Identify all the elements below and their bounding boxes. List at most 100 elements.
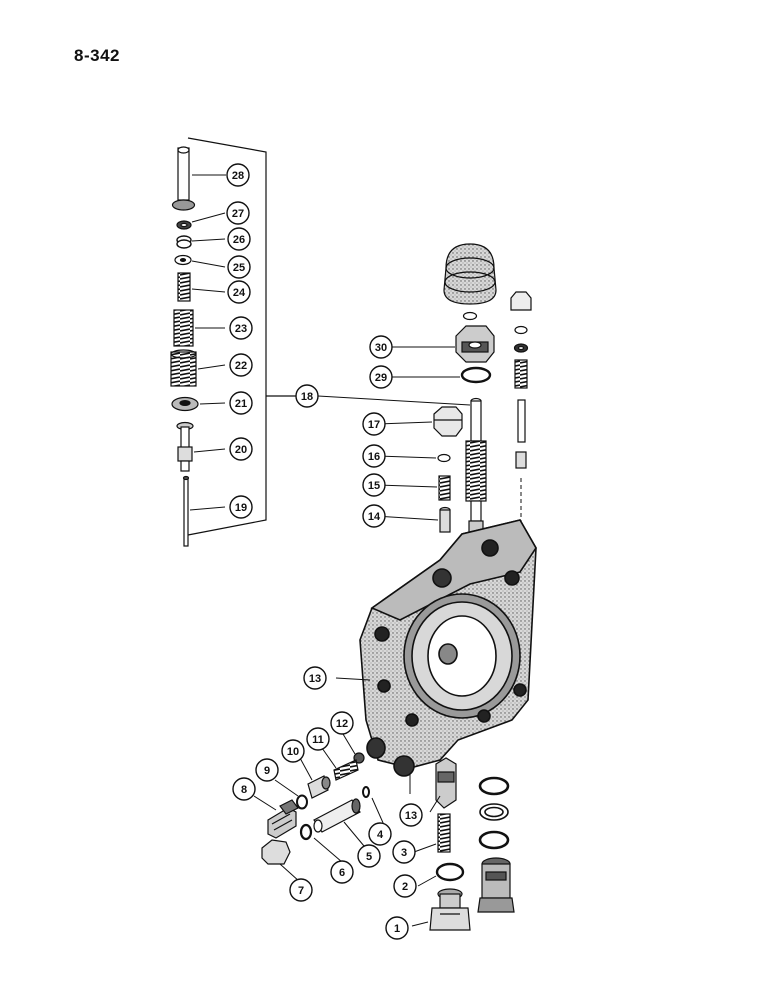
part-6-oring: [299, 823, 313, 841]
part-10-poppet: [307, 775, 331, 799]
callout-3: 3: [392, 840, 416, 864]
callout-4: 4: [368, 822, 392, 846]
callout-19: 19: [229, 495, 253, 519]
part-dome-cap: [443, 243, 497, 305]
part-1-plug: [429, 888, 471, 931]
part-relief-body: [435, 757, 457, 809]
part-right-spring: [514, 359, 528, 389]
callout-22: 22: [229, 353, 253, 377]
svg-text:5: 5: [366, 851, 372, 863]
part-right-pin: [515, 399, 527, 469]
svg-text:13: 13: [309, 673, 321, 685]
part-16-oring: [437, 453, 451, 463]
callout-29: 29: [369, 365, 393, 389]
callout-6: 6: [330, 860, 354, 884]
callout-10: 10: [281, 739, 305, 763]
part-8-fitting: [267, 799, 299, 839]
svg-text:15: 15: [368, 480, 380, 492]
callout-13-lower: 13: [399, 803, 423, 827]
part-right-cap: [510, 291, 532, 311]
svg-text:14: 14: [368, 511, 381, 523]
callout-26: 26: [227, 227, 251, 251]
part-right-oring-c: [478, 830, 510, 850]
part-28-plunger: [171, 146, 196, 211]
svg-text:20: 20: [235, 444, 247, 456]
part-right-oring-a: [514, 325, 528, 335]
svg-text:23: 23: [235, 323, 247, 335]
svg-text:25: 25: [233, 262, 245, 274]
part-29-oring: [460, 366, 492, 384]
callout-5: 5: [357, 844, 381, 868]
part-15-spring: [438, 475, 451, 501]
callout-8: 8: [232, 777, 256, 801]
callout-20: 20: [229, 437, 253, 461]
svg-text:8: 8: [241, 784, 247, 796]
callout-17: 17: [362, 412, 386, 436]
svg-text:4: 4: [377, 829, 384, 841]
page-number: 8-342: [74, 46, 120, 65]
callout-9: 9: [255, 758, 279, 782]
svg-text:10: 10: [287, 746, 299, 758]
svg-text:7: 7: [298, 885, 304, 897]
part-right-backup-ring: [479, 803, 509, 821]
svg-text:13: 13: [405, 810, 417, 822]
part-27-washer: [176, 220, 192, 230]
part-3-spring: [437, 813, 451, 853]
part-21-retainer: [171, 396, 199, 412]
part-2-oring: [435, 862, 465, 882]
callout-11: 11: [306, 727, 330, 751]
svg-text:21: 21: [235, 398, 247, 410]
part-7-plug: [261, 839, 291, 865]
callout-12: 12: [330, 711, 354, 735]
leader-lines: [189, 174, 471, 927]
callout-21: 21: [229, 391, 253, 415]
callout-18: 18: [295, 384, 319, 408]
part-13-valve-housing: [359, 519, 537, 777]
svg-text:11: 11: [312, 734, 324, 746]
svg-text:2: 2: [402, 881, 408, 893]
callout-2: 2: [393, 874, 417, 898]
part-17-plug: [433, 406, 463, 437]
svg-text:1: 1: [394, 923, 400, 935]
svg-text:9: 9: [264, 765, 270, 777]
part-23-spring: [173, 309, 194, 347]
callout-28: 28: [226, 163, 250, 187]
callout-30: 30: [369, 335, 393, 359]
callout-16: 16: [362, 444, 386, 468]
part-22-spring: [170, 349, 197, 387]
svg-text:3: 3: [401, 847, 407, 859]
part-24-spring: [177, 272, 191, 302]
part-11-spring: [333, 759, 359, 781]
callout-24: 24: [227, 280, 251, 304]
callout-15: 15: [362, 473, 386, 497]
svg-text:19: 19: [235, 502, 247, 514]
svg-text:18: 18: [301, 391, 313, 403]
svg-text:24: 24: [233, 287, 246, 299]
svg-text:16: 16: [368, 451, 380, 463]
svg-text:22: 22: [235, 360, 247, 372]
part-26-ring: [176, 235, 192, 249]
callout-23: 23: [229, 316, 253, 340]
callout-27: 27: [226, 201, 250, 225]
part-20-spool: [176, 421, 194, 472]
part-4-oring: [362, 786, 370, 798]
callout-25: 25: [227, 255, 251, 279]
svg-text:26: 26: [233, 234, 245, 246]
callout-14: 14: [362, 504, 386, 528]
svg-text:29: 29: [375, 372, 387, 384]
group-18-bracket: [187, 137, 296, 536]
part-right-washer: [513, 343, 529, 353]
svg-text:12: 12: [336, 718, 348, 730]
callout-13-housing: 13: [303, 666, 327, 690]
svg-text:28: 28: [232, 170, 244, 182]
part-18-valve-spool: [465, 397, 487, 534]
svg-text:6: 6: [339, 867, 345, 879]
svg-text:17: 17: [368, 419, 380, 431]
part-25-washer: [174, 254, 192, 266]
part-9-oring: [296, 794, 308, 810]
svg-text:30: 30: [375, 342, 387, 354]
part-right-oring-b: [478, 776, 510, 796]
part-30-plug: [455, 325, 495, 363]
callout-1: 1: [385, 916, 409, 940]
